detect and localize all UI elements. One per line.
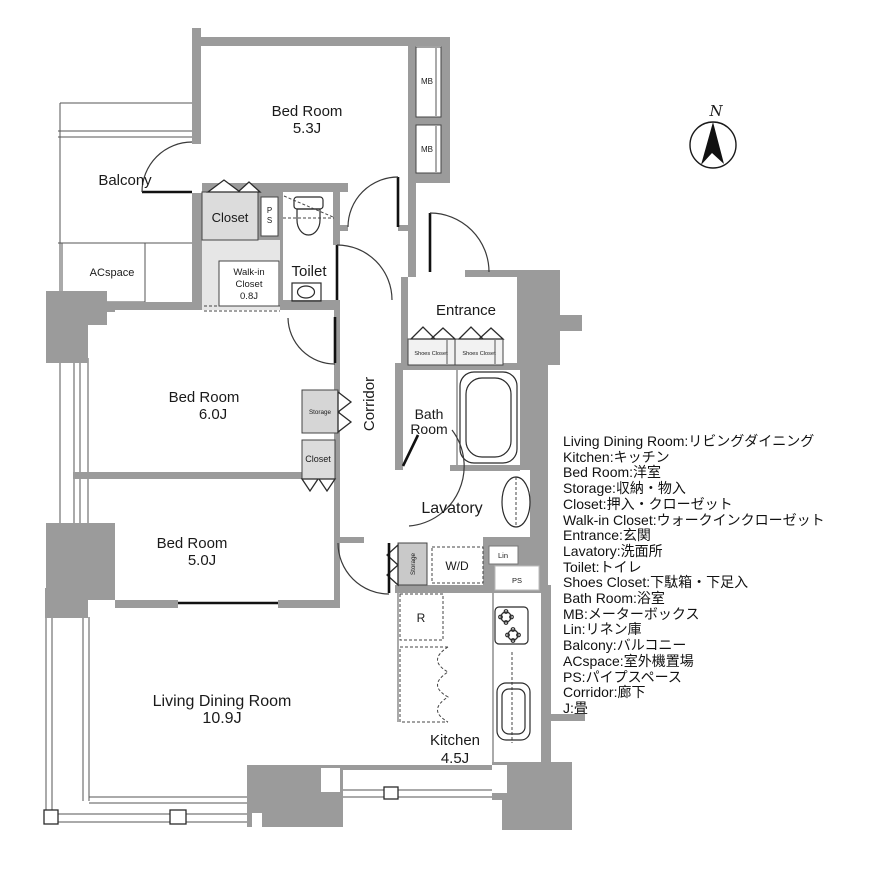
- label-kitchen-size: 4.5J: [441, 750, 469, 767]
- legend-line: Bath Room:浴室: [563, 590, 665, 607]
- label-shoes-closet-2: Shoes Closet: [462, 351, 496, 357]
- legend-line: PS:パイプスペース: [563, 668, 682, 685]
- door-entrance: [428, 212, 490, 273]
- door-bathroom: [401, 429, 465, 527]
- doors: [141, 141, 490, 605]
- label-bedroom53-size: 5.3J: [293, 120, 321, 137]
- toilet-icon: [283, 195, 334, 302]
- door-corridor-ldk: [337, 542, 391, 595]
- label-walkin-3: 0.8J: [240, 291, 258, 302]
- kitchen-counter-outline: [399, 646, 448, 723]
- compass-needle-icon: [701, 122, 724, 165]
- door-bed60: [287, 317, 337, 365]
- label-washer: W/D: [445, 559, 469, 573]
- label-ps-upper-s: S: [267, 216, 272, 225]
- label-closet-bed50: Closet: [305, 454, 331, 464]
- balcony-rails-and-windows: [43, 102, 492, 825]
- legend-line: Walk-in Closet:ウォークインクローゼット: [563, 511, 825, 528]
- legend-line: Bed Room:洋室: [563, 464, 662, 481]
- ps-upper-box: [260, 196, 279, 237]
- label-linen: Lin: [498, 551, 508, 560]
- label-mb-2: MB: [421, 145, 433, 154]
- ps-lower-box: [494, 565, 540, 591]
- legend-line: J:畳: [563, 699, 588, 716]
- compass: N: [689, 102, 737, 169]
- label-bath-1: Bath: [415, 406, 444, 422]
- label-mb-1: MB: [421, 77, 433, 86]
- label-bedroom53-name: Bed Room: [272, 103, 343, 120]
- label-corridor: Corridor: [361, 377, 378, 431]
- label-ps-lower: PS: [512, 576, 522, 585]
- door-toilet: [335, 244, 393, 301]
- bathtub-icon: [459, 371, 518, 464]
- label-storage-bed60: Storage: [309, 409, 332, 416]
- label-balcony: Balcony: [98, 172, 152, 189]
- label-entrance: Entrance: [436, 302, 496, 319]
- label-fridge: R: [417, 611, 426, 625]
- label-lavatory: Lavatory: [421, 500, 482, 517]
- legend-line: Entrance:玄関: [563, 527, 651, 544]
- label-walkin-2: Closet: [236, 279, 263, 290]
- label-ldk-size: 10.9J: [202, 710, 241, 727]
- legend-line: Closet:押入・クローゼット: [563, 495, 733, 512]
- label-ps-upper-p: P: [267, 206, 272, 215]
- legend-line: Toilet:トイレ: [563, 558, 642, 575]
- legend-line: Corridor:廊下: [563, 684, 646, 701]
- label-ldk-name: Living Dining Room: [153, 693, 292, 710]
- storage-utility-box: [397, 542, 428, 586]
- legend-line: Living Dining Room:リビングダイニング: [563, 433, 815, 449]
- kitchen-sink-icon: [496, 682, 531, 741]
- refrigerator-outline: [399, 593, 444, 641]
- label-shoes-closet-1: Shoes Closet: [414, 351, 448, 357]
- legend: Living Dining Room:リビングダイニング Kitchen:キッチ…: [563, 433, 825, 717]
- legend-line: MB:メーターボックス: [563, 605, 700, 622]
- closet-shelf-icons: [206, 179, 262, 193]
- compass-north-label: N: [708, 102, 723, 120]
- legend-line: Lin:リネン庫: [563, 621, 642, 638]
- mb-box-1: [415, 46, 442, 118]
- washer-dryer-outline: [431, 546, 484, 584]
- mb-box-2: [415, 124, 442, 174]
- label-walkin-1: Walk-in: [233, 267, 264, 278]
- label-closet-upper: Closet: [212, 210, 249, 225]
- closet-bed50-box: [301, 439, 336, 480]
- label-bedroom60-name: Bed Room: [169, 389, 240, 406]
- storage-bed60-door-icon: [337, 390, 353, 434]
- legend-line: Storage:収納・物入: [563, 480, 686, 497]
- legend-line: Shoes Closet:下駄箱・下足入: [563, 574, 749, 591]
- legend-line: Balcony:バルコニー: [563, 637, 687, 654]
- label-bath-2: Room: [410, 421, 447, 437]
- storage-bed60-box: [301, 389, 339, 434]
- label-toilet: Toilet: [291, 263, 327, 280]
- legend-line: Lavatory:洗面所: [563, 542, 663, 559]
- label-kitchen-name: Kitchen: [430, 732, 480, 749]
- legend-line: ACspace:室外機置場: [563, 652, 694, 669]
- label-acspace: ACspace: [90, 267, 135, 279]
- linen-box: [488, 545, 519, 565]
- door-balcony-bed53: [141, 141, 193, 194]
- door-bed53: [347, 176, 400, 228]
- storage-boxes: [201, 46, 540, 591]
- stove-icon: [494, 606, 529, 645]
- label-bedroom50-name: Bed Room: [157, 535, 228, 552]
- legend-line: Kitchen:キッチン: [563, 448, 670, 465]
- closet-bed50-door-icon: [300, 478, 337, 493]
- label-bedroom60-size: 6.0J: [199, 406, 227, 423]
- label-storage-utility: Storage: [410, 552, 417, 575]
- walkin-label-box: [218, 260, 280, 307]
- shoes-shelf-icons: [409, 326, 505, 340]
- walls: [45, 28, 585, 830]
- room-labels: Bed Room 5.3J Balcony Closet P S MB MB T…: [90, 77, 522, 767]
- closet-upper-box: [201, 191, 259, 241]
- label-bedroom50-size: 5.0J: [188, 552, 216, 569]
